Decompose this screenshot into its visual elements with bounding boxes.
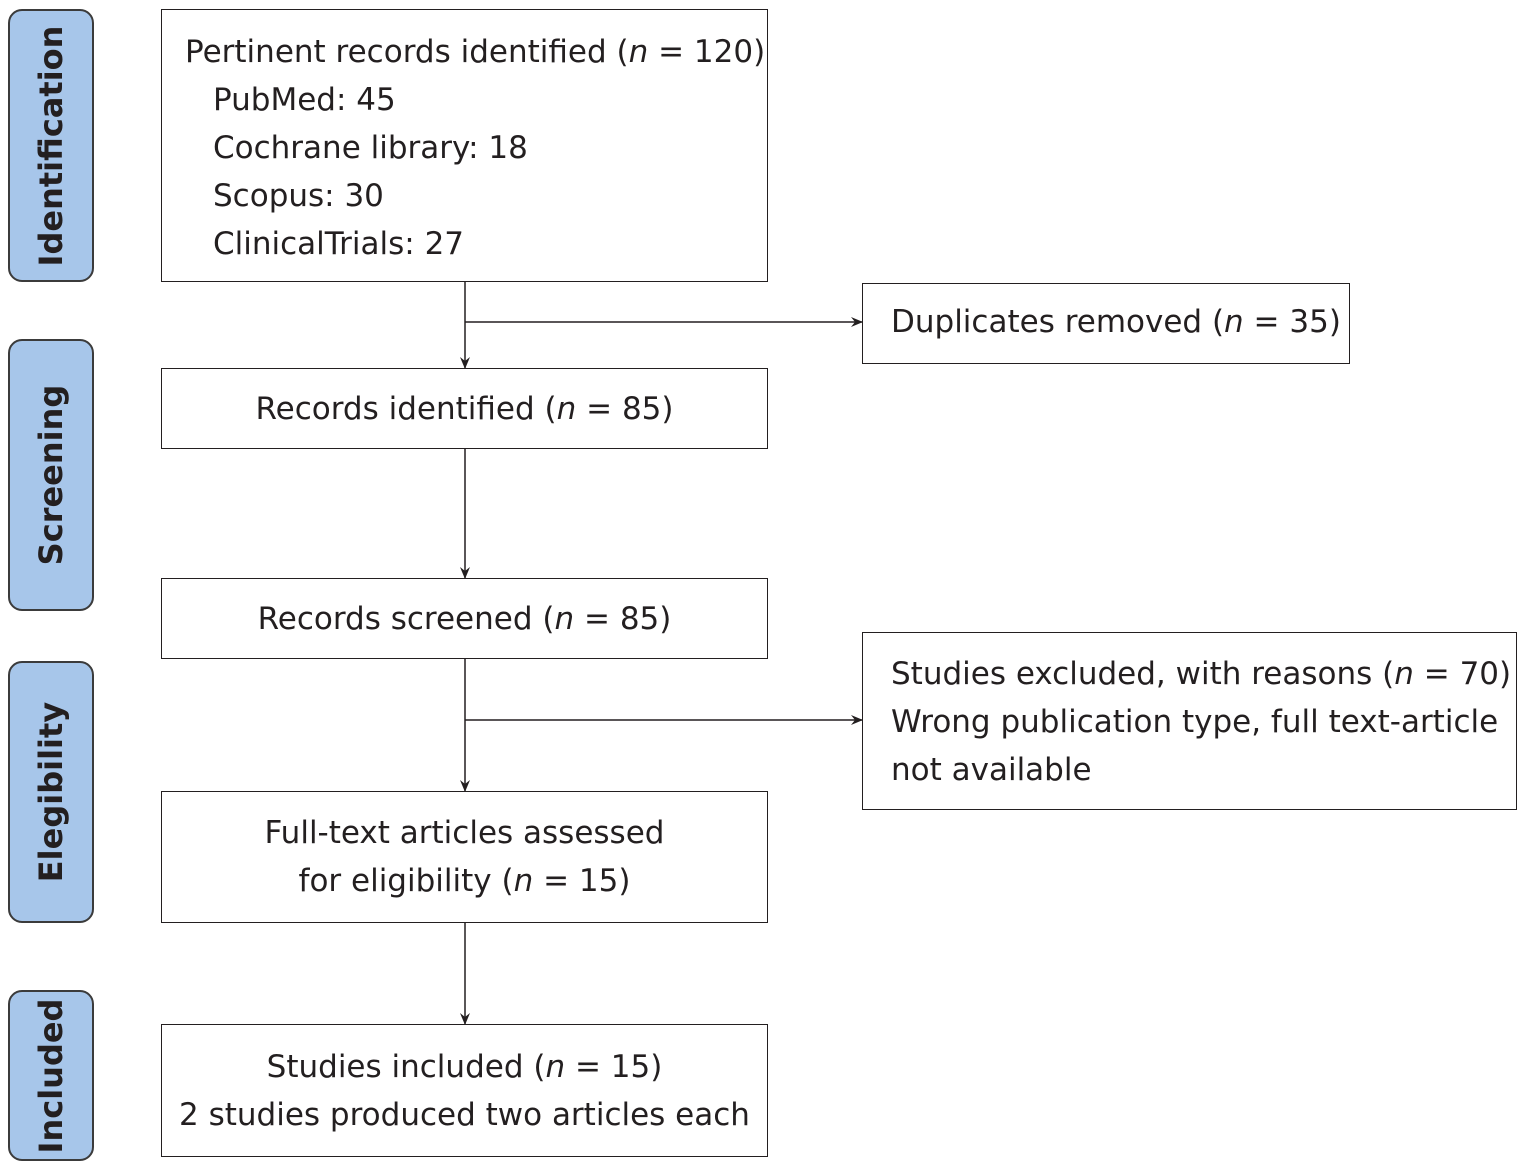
phase-included: Included xyxy=(8,990,94,1161)
phase-eligibility: Elegibility xyxy=(8,661,94,923)
studies-included-box: Studies included (n = 15) 2 studies prod… xyxy=(161,1024,768,1157)
records-screened-text: Records screened (n = 85) xyxy=(257,600,672,637)
source-pubmed: PubMed: 45 xyxy=(213,82,396,118)
studies-included-note: 2 studies produced two articles each xyxy=(179,1096,750,1133)
source-clinicaltrials: ClinicalTrials: 27 xyxy=(213,226,465,262)
studies-excluded-reason-2: not available xyxy=(891,752,1092,788)
studies-excluded-title: Studies excluded, with reasons (n = 70) xyxy=(891,656,1512,692)
studies-included-title: Studies included (n = 15) xyxy=(266,1048,663,1085)
phase-identification: Identification xyxy=(8,9,94,282)
fulltext-assessed-line1: Full-text articles assessed xyxy=(264,815,665,851)
studies-excluded-reason-1: Wrong publication type, full text-articl… xyxy=(891,704,1499,740)
records-identified-text: Records identified (n = 85) xyxy=(255,390,674,427)
phase-screening: Screening xyxy=(8,339,94,611)
duplicates-removed-box: Duplicates removed (n = 35) xyxy=(862,283,1350,364)
fulltext-assessed-line2: for eligibility (n = 15) xyxy=(298,863,631,899)
duplicates-removed-text: Duplicates removed (n = 35) xyxy=(891,304,1341,340)
pertinent-records-title: Pertinent records identified (n = 120) xyxy=(185,34,766,70)
source-cochrane: Cochrane library: 18 xyxy=(213,130,528,166)
studies-excluded-box: Studies excluded, with reasons (n = 70) … xyxy=(862,632,1517,810)
records-identified-box: Records identified (n = 85) xyxy=(161,368,768,449)
source-scopus: Scopus: 30 xyxy=(213,178,384,214)
pertinent-records-box: Pertinent records identified (n = 120) P… xyxy=(161,9,768,282)
fulltext-assessed-box: Full-text articles assessed for eligibil… xyxy=(161,791,768,923)
records-screened-box: Records screened (n = 85) xyxy=(161,578,768,659)
